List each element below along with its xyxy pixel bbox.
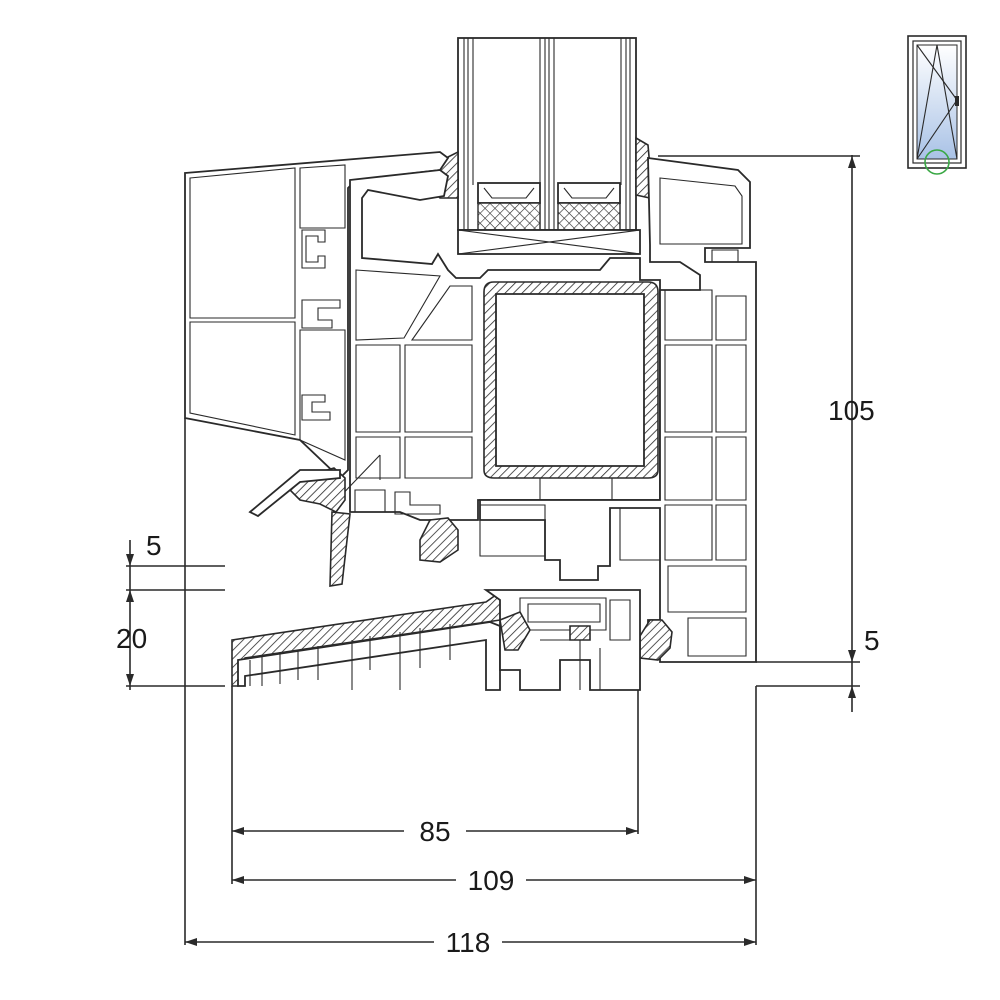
window-sill-profile <box>231 589 641 691</box>
dim-frame-height: 105 <box>828 395 875 426</box>
drip-cap <box>248 469 341 518</box>
frame-gasket <box>419 517 459 563</box>
glazing-unit <box>457 37 641 255</box>
thumbnail-section-marker <box>924 149 950 175</box>
dim-gap-top: 5 <box>146 530 162 561</box>
dimension-lines <box>126 155 860 946</box>
drip-lip <box>329 511 351 587</box>
dim-total-width: 118 <box>446 927 491 958</box>
dim-frame-width: 109 <box>468 865 515 896</box>
outer-frame-profile <box>184 151 450 480</box>
inner-frame-profile <box>479 156 757 663</box>
steel-reinforcement <box>483 281 659 479</box>
dim-bottom-gap: 5 <box>864 625 880 656</box>
dim-sill-height: 20 <box>116 623 147 654</box>
dim-sill-inner-width: 85 <box>419 816 450 847</box>
thumbnail-glass <box>916 44 958 160</box>
sill-gasket <box>639 619 673 661</box>
window-type-thumbnail <box>907 35 967 175</box>
